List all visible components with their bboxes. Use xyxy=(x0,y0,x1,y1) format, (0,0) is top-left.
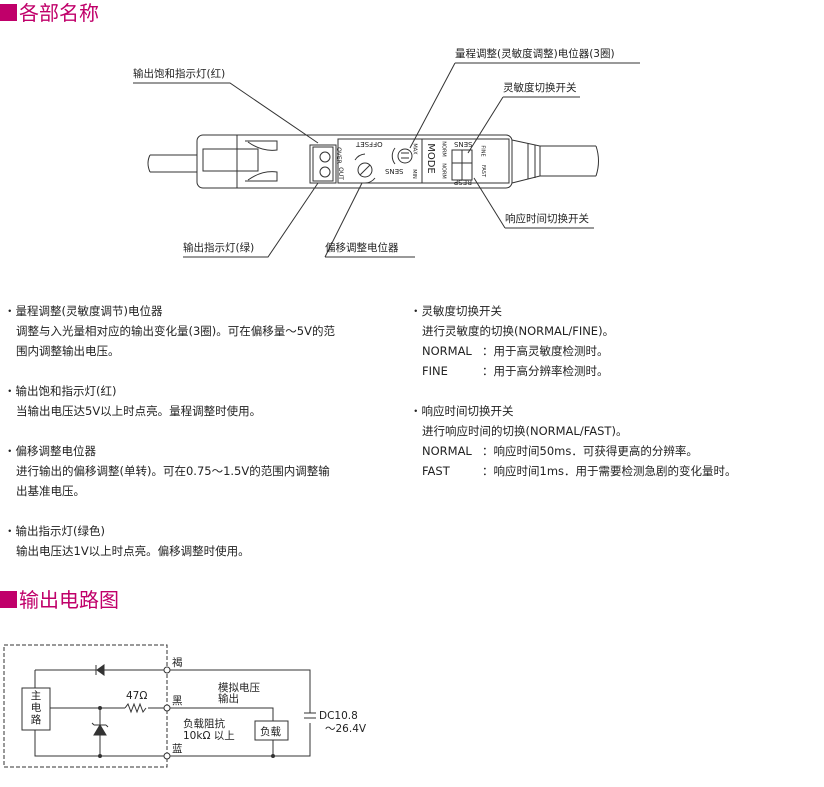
item-line: 进行输出的偏移调整(单转)。可在0.75～1.5V的范围内调整输 xyxy=(16,464,330,478)
left-cable xyxy=(147,154,197,173)
mode-key: NORMAL xyxy=(422,444,472,458)
mode-desc: ：用于高分辨率检测时。 xyxy=(482,364,609,378)
item-line: 调整与入光量相对应的输出变化量(3圈)。可在偏移量～5V的范 xyxy=(16,324,335,338)
item-title: 灵敏度切换开关 xyxy=(421,304,503,318)
analog-output-label: 模拟电压输出 xyxy=(218,683,260,705)
description-item: ・偏移调整电位器进行输出的偏移调整(单转)。可在0.75～1.5V的范围内调整输… xyxy=(4,441,335,501)
item-line: 出基准电压。 xyxy=(16,484,85,498)
mode-key: FAST xyxy=(422,464,450,478)
terminal-blue xyxy=(163,752,171,760)
mode-desc: ：响应时间1ms．用于需要检测急剧的变化量时。 xyxy=(482,464,737,478)
load-box xyxy=(254,720,289,741)
mode-desc: ：用于高灵敏度检测时。 xyxy=(482,344,609,358)
saturation-led xyxy=(319,151,331,163)
callout-line xyxy=(467,96,580,154)
mode-key: NORMAL xyxy=(422,344,472,358)
item-title: 输出饱和指示灯(红) xyxy=(15,384,117,398)
item-title: 量程调整(灵敏度调节)电位器 xyxy=(15,304,163,318)
right-cable xyxy=(540,145,599,177)
supply-label: DC10.8～26.4V xyxy=(319,710,366,736)
main-circuit-box xyxy=(21,687,51,731)
load-imp-text: 负载阻抗 xyxy=(183,718,225,730)
load-min-text: 10kΩ 以上 xyxy=(183,730,235,742)
callout-range-pot: 量程调整(灵敏度调整)电位器(3圈) xyxy=(455,48,615,60)
load-label: 负载 xyxy=(260,726,281,738)
title-text: 各部名称 xyxy=(19,1,99,25)
callout-line xyxy=(183,182,319,258)
callout-line xyxy=(409,62,640,149)
title-text: 输出电路图 xyxy=(19,588,119,612)
wire-black-label: 黑 xyxy=(172,695,183,707)
section-title-parts: 各部名称 xyxy=(0,1,99,25)
device-body xyxy=(196,134,513,189)
callout-sensitivity-switch: 灵敏度切换开关 xyxy=(503,82,577,94)
diode xyxy=(95,664,105,676)
capacitor-supply xyxy=(304,712,316,719)
callout-offset-pot: 偏移调整电位器 xyxy=(325,242,399,254)
item-line: 进行响应时间的切换(NORMAL/FAST)。 xyxy=(422,424,628,438)
supply-text: DC10.8 xyxy=(319,710,358,722)
range-pot xyxy=(397,148,413,164)
square-icon xyxy=(0,4,17,21)
item-line: 进行灵敏度的切换(NORMAL/FINE)。 xyxy=(422,324,615,338)
item-line: 围内调整输出电压。 xyxy=(16,344,120,358)
callout-output-led: 输出指示灯(绿) xyxy=(183,242,255,254)
description-item: ・输出指示灯(绿色)输出电压达1V以上时点亮。偏移调整时使用。 xyxy=(4,521,335,561)
wire xyxy=(50,707,274,756)
callout-line xyxy=(324,182,415,258)
supply-range-text: ～26.4V xyxy=(325,723,367,735)
description-item: ・量程调整(灵敏度调节)电位器调整与入光量相对应的输出变化量(3圈)。可在偏移量… xyxy=(4,301,335,361)
mode-desc: ：响应时间50ms．可获得更高的分辨率。 xyxy=(482,444,698,458)
analog-text: 模拟电压 xyxy=(218,682,260,694)
description-item: ・响应时间切换开关进行响应时间的切换(NORMAL/FAST)。 NORMAL：… xyxy=(410,401,737,481)
terminal-brown xyxy=(163,666,171,674)
mode-key: FINE xyxy=(422,364,448,378)
output-text: 输出 xyxy=(218,693,239,705)
led-block xyxy=(309,144,337,184)
item-line: 输出电压达1V以上时点亮。偏移调整时使用。 xyxy=(16,544,250,558)
sensor-boundary xyxy=(3,644,168,768)
wire-blue-label: 蓝 xyxy=(172,743,183,755)
wire-brown-label: 褐 xyxy=(172,657,183,669)
item-line: 当输出电压达5V以上时点亮。量程调整时使用。 xyxy=(16,404,262,418)
main-circuit-label: 主电路 xyxy=(30,690,42,726)
resistor-label: 47Ω xyxy=(126,690,148,702)
terminal-black xyxy=(163,704,171,712)
description-item: ・灵敏度切换开关进行灵敏度的切换(NORMAL/FINE)。 NORMAL：用于… xyxy=(410,301,737,381)
section-title-circuit: 输出电路图 xyxy=(0,588,119,612)
offset-pot xyxy=(357,162,373,178)
right-descriptions: ・灵敏度切换开关进行灵敏度的切换(NORMAL/FINE)。 NORMAL：用于… xyxy=(410,301,737,481)
label-panel xyxy=(337,138,510,184)
body-taper xyxy=(511,139,541,184)
item-title: 响应时间切换开关 xyxy=(421,404,514,418)
callout-line xyxy=(133,82,319,144)
square-icon xyxy=(0,591,17,608)
resistor xyxy=(124,702,147,714)
output-led xyxy=(319,166,331,178)
left-descriptions: ・量程调整(灵敏度调节)电位器调整与入光量相对应的输出变化量(3圈)。可在偏移量… xyxy=(4,301,335,561)
description-item: ・输出饱和指示灯(红)当输出电压达5V以上时点亮。量程调整时使用。 xyxy=(4,381,335,421)
callout-response-switch: 响应时间切换开关 xyxy=(505,213,589,225)
callout-saturation-led: 输出饱和指示灯(红) xyxy=(133,68,226,80)
zener-diode xyxy=(91,722,109,736)
item-title: 偏移调整电位器 xyxy=(15,444,97,458)
item-title: 输出指示灯(绿色) xyxy=(15,524,105,538)
callout-line xyxy=(473,177,594,229)
